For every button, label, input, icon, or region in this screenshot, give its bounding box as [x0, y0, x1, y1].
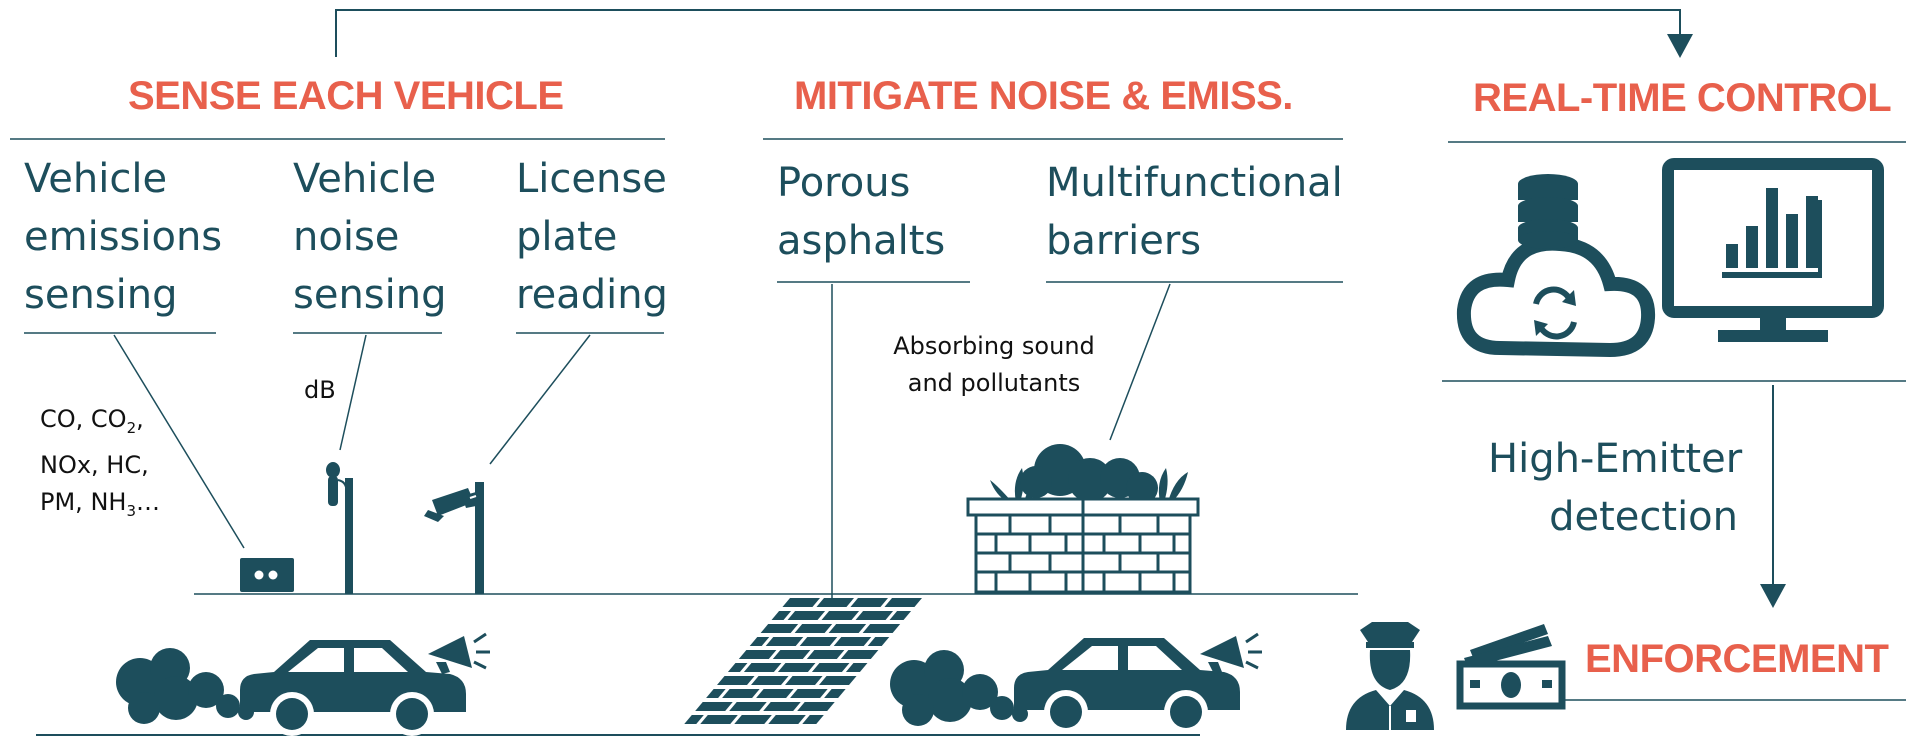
label-line: noise	[293, 214, 400, 260]
sense-heading: SENSE EACH VEHICLE	[128, 74, 564, 118]
police-officer-icon	[1346, 622, 1434, 730]
pollutant-text: CO, CO	[40, 405, 127, 433]
pollutant-text: PM, NH	[40, 487, 127, 516]
label-line: reading	[516, 272, 668, 318]
pollutant-line-1: CO, CO2,	[40, 401, 160, 447]
barrier-note: Absorbing sound and pollutants	[884, 328, 1104, 402]
note-line: Absorbing sound	[893, 332, 1095, 360]
porous-asphalt-icon	[684, 598, 922, 724]
label-line: emissions	[24, 214, 223, 260]
label-rules	[24, 281, 1906, 701]
label-line: License	[516, 156, 667, 202]
pollutant-list: CO, CO2, NOx, HC, PM, NH3…	[40, 401, 160, 530]
noise-sensing-label: Vehicle noise sensing	[293, 150, 447, 324]
label-line: Vehicle	[293, 156, 437, 202]
megaphone-icon	[1198, 632, 1264, 676]
mitigate-heading: MITIGATE NOISE & EMISS.	[794, 74, 1293, 118]
smoke-icon	[890, 650, 1028, 726]
label-line: sensing	[24, 272, 178, 318]
megaphone-icon	[426, 632, 492, 676]
sensor-box-icon	[240, 558, 294, 592]
cash-icon	[1456, 624, 1566, 710]
label-line: barriers	[1046, 218, 1202, 264]
note-line: and pollutants	[907, 369, 1081, 397]
label-line: Multifunctional	[1046, 160, 1343, 206]
pollutant-subscript: 3	[126, 501, 136, 520]
smoke-icon	[116, 648, 254, 724]
top-connector-arrow	[335, 9, 1693, 58]
microphone-pole-icon	[326, 462, 353, 594]
detection-arrow	[1760, 385, 1786, 608]
camera-pole-icon	[424, 482, 484, 594]
barriers-label: Multifunctional barriers	[1046, 154, 1343, 270]
label-line: Vehicle	[24, 156, 168, 202]
label-line: sensing	[293, 272, 447, 318]
plate-reading-label: License plate reading	[516, 150, 668, 324]
label-line: High-Emitter	[1488, 436, 1743, 482]
hedge-wall-icon	[966, 444, 1200, 594]
label-line: detection	[1549, 494, 1738, 540]
pollutant-text: …	[135, 487, 160, 516]
label-line: Porous	[777, 160, 911, 206]
porous-asphalts-label: Porous asphalts	[777, 154, 945, 270]
pollutant-line-3: PM, NH3…	[40, 484, 160, 530]
pollutant-subscript: 2	[126, 418, 137, 437]
emissions-sensing-label: Vehicle emissions sensing	[24, 150, 222, 324]
monitor-chart-icon	[1662, 158, 1884, 342]
enforcement-heading: ENFORCEMENT	[1585, 637, 1889, 681]
detection-label: High-Emitter detection	[1488, 430, 1743, 546]
label-line: asphalts	[777, 218, 946, 264]
label-line: plate	[516, 214, 618, 260]
leader-lines	[113, 283, 1171, 598]
cloud-database-icon	[1456, 174, 1656, 358]
control-heading: REAL-TIME CONTROL	[1473, 76, 1892, 120]
pollutant-line-2: NOx, HC,	[40, 450, 149, 479]
noise-unit: dB	[304, 376, 336, 404]
pollutant-text: ,	[136, 405, 144, 433]
